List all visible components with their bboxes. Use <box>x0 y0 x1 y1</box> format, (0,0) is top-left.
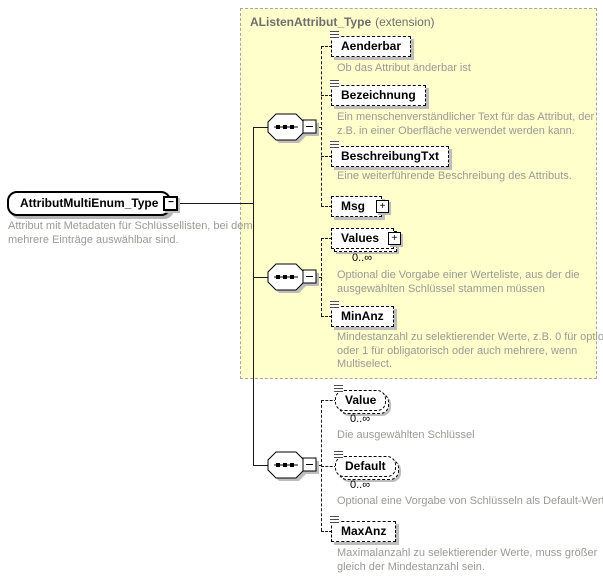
element-label: Msg <box>341 199 365 213</box>
connector-line <box>253 127 270 128</box>
element-label: Values <box>341 231 380 245</box>
connector-line-dashed <box>321 238 322 316</box>
root-element-description: Attribut mit Metadaten für Schlüssellist… <box>8 220 253 246</box>
element-description: Ein menschenverständlicher Text für das … <box>337 111 595 137</box>
element-description: Ob das Attribut änderbar ist <box>337 62 471 74</box>
element-label: MinAnz <box>341 309 384 323</box>
element-node-maxanz[interactable]: MaxAnz <box>330 516 397 542</box>
element-node-default[interactable]: Default <box>334 451 399 480</box>
element-description: Die ausgewählten Schlüssel <box>337 429 475 441</box>
connector-line-dashed <box>321 46 336 47</box>
connector-line-dashed <box>321 238 336 239</box>
occurrence-label: 0..∞ <box>350 479 371 491</box>
element-label: BeschreibungTxt <box>341 149 440 163</box>
text-content-icon <box>330 31 339 39</box>
element-node-beschreibungtxt[interactable]: BeschreibungTxt <box>330 141 450 167</box>
occurrence-label: 0..∞ <box>350 413 371 425</box>
text-content-icon <box>334 385 343 393</box>
base-type-name: AListenAttribut_Type <box>250 15 372 29</box>
root-element-label: AttributMultiEnum_Type <box>20 196 159 210</box>
element-description: Optional eine Vorgabe von Schlüsseln als… <box>337 495 603 507</box>
extension-panel: AListenAttribut_Type(extension) <box>240 8 597 379</box>
collapse-toggle-icon[interactable]: − <box>163 195 179 211</box>
element-label: Bezeichnung <box>341 88 416 102</box>
element-node-value[interactable]: Value <box>334 385 390 414</box>
element-node-msg[interactable]: Msg + <box>331 196 389 217</box>
expand-toggle-icon[interactable]: + <box>388 231 402 245</box>
element-node-values[interactable]: Values + <box>331 228 402 252</box>
connector-line-dashed <box>321 316 336 317</box>
element-description: Maximalanzahl zu selektierender Werte, m… <box>337 547 598 573</box>
connector-line <box>253 277 270 278</box>
sequence-compositor[interactable] <box>266 449 320 485</box>
connector-line-dashed <box>321 400 322 531</box>
element-label: MaxAnz <box>341 524 387 538</box>
element-label: Aenderbar <box>341 39 402 53</box>
connector-line-dashed <box>321 531 336 532</box>
element-label: Value <box>345 393 377 407</box>
connector-line-dashed <box>321 156 336 157</box>
connector-line-dashed <box>321 466 337 467</box>
element-node-aenderbar[interactable]: Aenderbar <box>330 31 412 57</box>
expand-toggle-icon[interactable]: + <box>376 199 389 213</box>
extension-panel-title: AListenAttribut_Type(extension) <box>250 15 435 29</box>
element-description: Optional die Vorgabe einer Werteliste, a… <box>337 269 580 295</box>
text-content-icon <box>330 516 339 524</box>
occurrence-label: 0..∞ <box>352 252 373 264</box>
element-node-minanz[interactable]: MinAnz <box>330 301 394 327</box>
sequence-compositor[interactable] <box>266 261 320 297</box>
element-description: Mindestanzahl zu selektierender Werte, z… <box>337 331 603 370</box>
connector-line <box>253 127 254 465</box>
element-label: Default <box>345 459 386 473</box>
root-element-node[interactable]: AttributMultiEnum_Type − <box>7 191 179 216</box>
text-content-icon <box>330 301 339 309</box>
extension-qualifier: (extension) <box>375 15 435 29</box>
connector-line <box>253 465 270 466</box>
connector-line-dashed <box>321 400 337 401</box>
connector-line <box>120 203 253 204</box>
text-content-icon <box>330 80 339 88</box>
connector-line-dashed <box>321 206 336 207</box>
sequence-compositor[interactable] <box>266 111 320 147</box>
connector-line-dashed <box>321 46 322 206</box>
text-content-icon <box>330 141 339 149</box>
text-content-icon <box>334 451 343 459</box>
element-node-bezeichnung[interactable]: Bezeichnung <box>330 80 426 106</box>
element-description: Eine weiterführende Beschreibung des Att… <box>337 170 572 182</box>
connector-line-dashed <box>321 95 336 96</box>
